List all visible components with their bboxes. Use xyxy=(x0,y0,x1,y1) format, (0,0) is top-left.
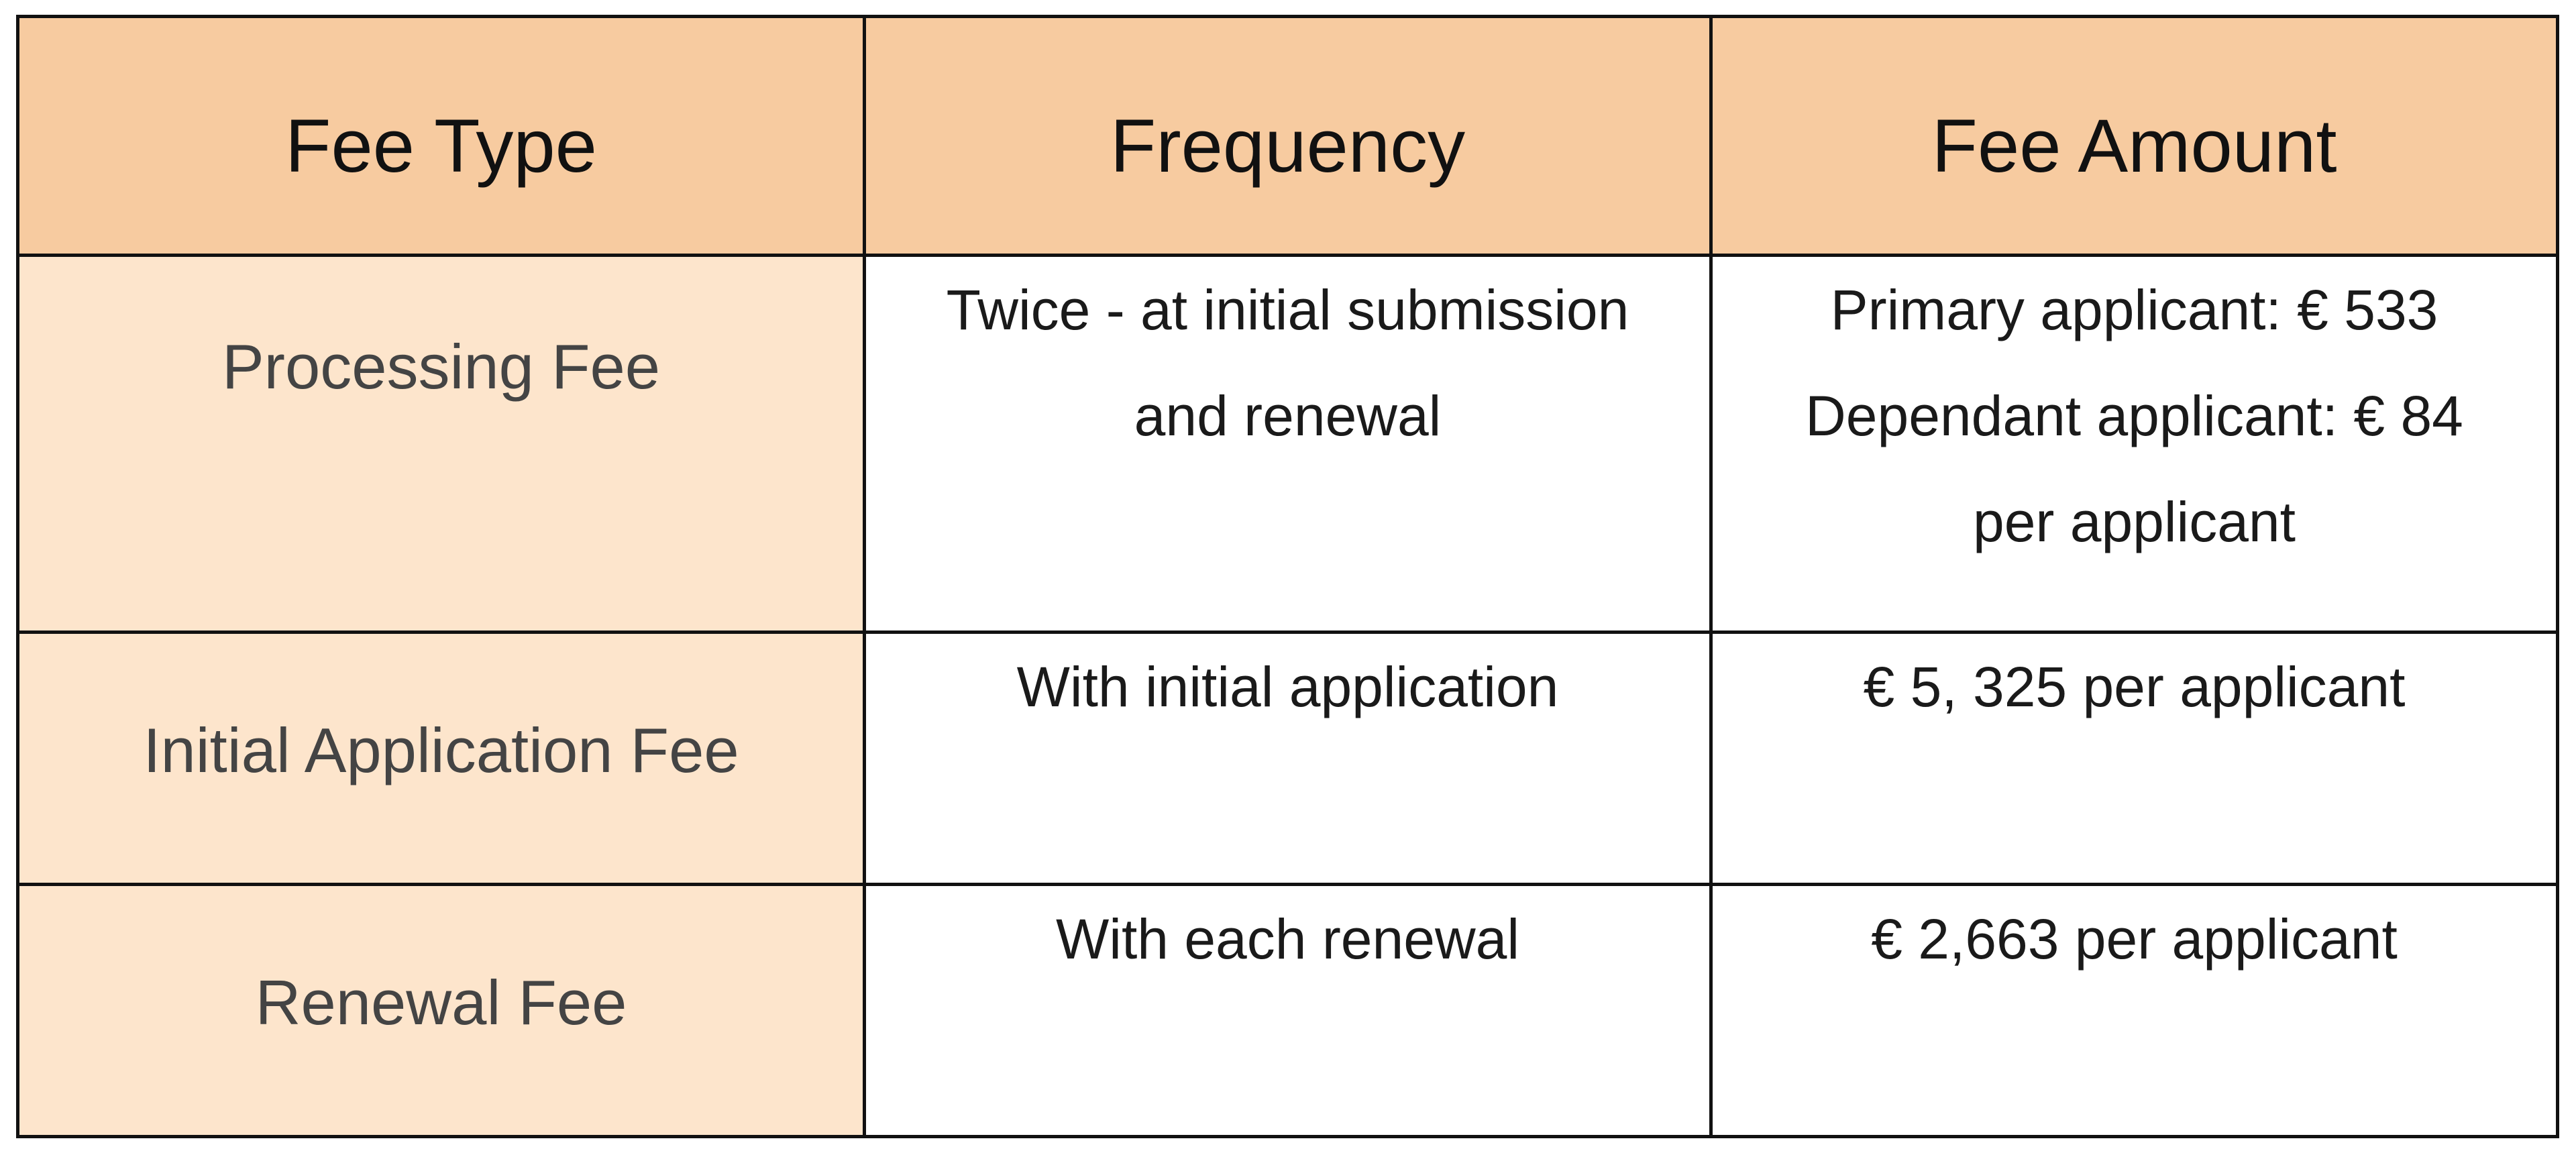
table-body: Processing Fee Twice - at initial submis… xyxy=(16,254,2559,1138)
frequency-line: With initial application xyxy=(1016,655,1559,718)
table-row: Processing Fee Twice - at initial submis… xyxy=(16,254,2559,634)
frequency-cell: Twice - at initial submission and renewa… xyxy=(863,254,1713,634)
frequency-line: Twice - at initial submission xyxy=(946,278,1629,341)
table-row: Initial Application Fee With initial app… xyxy=(16,631,2559,886)
fee-amount-cell: Primary applicant: € 533 Dependant appli… xyxy=(1709,254,2559,634)
amount-line: € 2,663 per applicant xyxy=(1871,908,2398,971)
fee-table-container: Fee Type Frequency Fee Amount Processing… xyxy=(16,15,2559,1138)
fee-amount-cell: € 2,663 per applicant xyxy=(1709,883,2559,1138)
fee-amount-cell: € 5, 325 per applicant xyxy=(1709,631,2559,886)
frequency-cell: With each renewal xyxy=(863,883,1713,1138)
fee-type-cell: Renewal Fee xyxy=(16,883,866,1138)
frequency-line: With each renewal xyxy=(1056,908,1519,971)
frequency-cell: With initial application xyxy=(863,631,1713,886)
amount-line: per applicant xyxy=(1973,490,2296,553)
frequency-line: and renewal xyxy=(1134,384,1442,447)
amount-line: € 5, 325 per applicant xyxy=(1863,655,2406,718)
fee-table: Fee Type Frequency Fee Amount Processing… xyxy=(16,15,2559,1138)
fee-type-cell: Initial Application Fee xyxy=(16,631,866,886)
header-fee-amount: Fee Amount xyxy=(1709,15,2559,257)
amount-line: Dependant applicant: € 84 xyxy=(1805,384,2463,447)
fee-type-cell: Processing Fee xyxy=(16,254,866,634)
table-header: Fee Type Frequency Fee Amount xyxy=(16,15,2559,257)
amount-line: Primary applicant: € 533 xyxy=(1830,278,2438,341)
header-fee-type: Fee Type xyxy=(16,15,866,257)
header-frequency: Frequency xyxy=(863,15,1713,257)
header-row: Fee Type Frequency Fee Amount xyxy=(16,15,2559,257)
table-row: Renewal Fee With each renewal € 2,663 pe… xyxy=(16,883,2559,1138)
